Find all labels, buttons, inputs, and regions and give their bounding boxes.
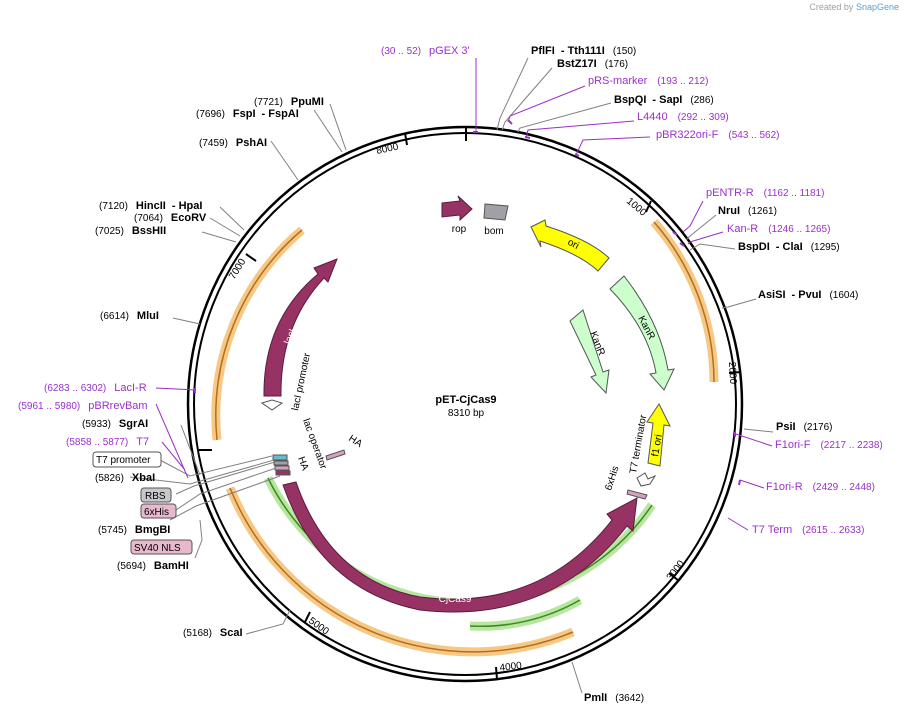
- leader-lines: [129, 57, 774, 694]
- primer-f1ori-f: F1ori-F(2217 .. 2238): [775, 439, 883, 451]
- tick-mark-7000: [245, 253, 257, 262]
- tick-mark-5000: [304, 611, 311, 623]
- kanr-arrow-2: [569, 309, 610, 395]
- plasmid-size: 8310 bp: [448, 408, 485, 419]
- tick-label-1000: 1000: [624, 196, 648, 219]
- plasmid-name: pET-CjCas9: [435, 394, 496, 406]
- sixhis-shape: [626, 489, 648, 500]
- tick-mark-2000: [728, 371, 742, 374]
- orf-arc-3-line: [229, 487, 574, 653]
- primer-marks: [194, 119, 741, 486]
- t7-promoter-label: T7 promoter: [96, 455, 151, 466]
- tick-label-8000: 8000: [375, 141, 399, 156]
- laci-arrow: [263, 258, 338, 397]
- enzyme-fspi: (7696)FspI- FspAI: [196, 108, 299, 120]
- orf-arc-1-line: [653, 221, 715, 383]
- cluster-feature-4: [275, 470, 291, 476]
- rbs-box: [140, 487, 172, 503]
- enzyme-labels: PflFI- Tth111I(150) BstZ17I(176) BspQI- …: [82, 45, 858, 704]
- primer-pbr322ori-f: pBR322ori-F(543 .. 562): [656, 129, 780, 141]
- primer-t7-term: T7 Term(2615 .. 2633): [752, 524, 864, 536]
- tick-mark-1000: [645, 200, 652, 213]
- enzyme-bmgbi: (5745)BmgBI: [98, 524, 170, 536]
- t7-promoter-box: [92, 451, 162, 468]
- tick-label-2000: 2000: [726, 362, 738, 385]
- enzyme-bsshii: (7025)BssHII: [95, 225, 166, 237]
- laci-promoter-shape: [260, 399, 284, 411]
- enzyme-pflfi: PflFI- Tth111I(150): [531, 45, 636, 57]
- primer-pgex3: (30 .. 52)pGEX 3': [381, 45, 470, 57]
- cjcas9-label: CjCas9: [439, 594, 472, 605]
- enzyme-bamhi: (5694)BamHI: [117, 560, 189, 572]
- enzyme-scai: (5168)ScaI: [183, 627, 243, 639]
- features: rop bom ori KanR KanR f1 ori T7 terminat…: [260, 195, 675, 613]
- enzyme-psii: PsiI(2176): [776, 421, 832, 433]
- boxed-labels: T7 promoter RBS 6xHis SV40 NLS: [92, 451, 193, 555]
- sv40-nls-label: SV40 NLS: [134, 543, 181, 554]
- tick-mark-8000: [404, 132, 408, 146]
- watermark-brand: SnapGene: [855, 2, 899, 12]
- cluster-feature-2: [273, 460, 289, 466]
- primer-labels: (30 .. 52)pGEX 3' pRS-marker(193 .. 212)…: [18, 45, 883, 536]
- cjcas9-arrow: [282, 481, 638, 613]
- ha-label-2: HA: [346, 433, 364, 450]
- ori-label: ori: [566, 237, 581, 252]
- enzyme-bspqi: BspQI- SapI(286): [614, 94, 714, 106]
- t7-terminator-shape: [636, 472, 657, 487]
- f1-ori-label: f1 ori: [650, 434, 665, 458]
- laci-label: lacI: [283, 328, 299, 347]
- tick-label-3000: 3000: [665, 558, 688, 583]
- primer-prs-marker: pRS-marker(193 .. 212): [588, 75, 708, 87]
- sv40-nls-box: [130, 539, 193, 555]
- primer-f1ori-r: F1ori-R(2429 .. 2448): [766, 481, 875, 493]
- primer-kan-r: Kan-R(1246 .. 1265): [727, 223, 830, 235]
- rop-label: rop: [452, 224, 467, 235]
- enzyme-bspdi: BspDI- ClaI(1295): [738, 241, 840, 253]
- orf-arc-2-line: [215, 229, 303, 441]
- laci-promoter-label: lacI promoter: [290, 352, 313, 412]
- enzyme-pshai: (7459)PshAI: [199, 137, 267, 149]
- snapgene-watermark: Created by SnapGene: [809, 2, 899, 12]
- enzyme-ecorv: (7064)EcoRV: [134, 212, 207, 224]
- primer-l4440: L4440(292 .. 309): [637, 111, 729, 123]
- primer-pentr-r: pENTR-R(1162 .. 1181): [706, 187, 824, 199]
- ha-label-1: HA: [295, 455, 310, 472]
- bom-label: bom: [484, 226, 503, 237]
- f1-ori-arrow: [646, 403, 671, 467]
- enzyme-asisi: AsiSI- PvuI(1604): [758, 289, 858, 301]
- enzyme-pmli: PmlI(3642): [584, 692, 644, 704]
- orf-arc-3: [225, 486, 575, 657]
- enzyme-hincii: (7120)HincII- HpaI: [99, 200, 202, 212]
- t7-terminator-label: T7 terminator: [628, 413, 649, 474]
- sixhis-label: 6xHis: [603, 465, 621, 492]
- tick-mark-4000: [495, 666, 498, 680]
- enzyme-sgrai: (5933)SgrAI: [82, 418, 148, 430]
- rbs-label: RBS: [145, 491, 166, 502]
- bom-box: [483, 203, 509, 221]
- rop-arrow: [441, 195, 473, 222]
- cluster-feature-1: [272, 454, 288, 461]
- ori-arrow: [530, 219, 610, 272]
- enzyme-nrui: NruI(1261): [718, 205, 777, 217]
- primer-laci-r: (6283 .. 6302)LacI-R: [44, 382, 147, 394]
- tick-mark-3000: [668, 572, 680, 582]
- cluster-feature-3: [274, 465, 290, 471]
- enzyme-mlui: (6614)MluI: [100, 310, 159, 322]
- primer-t7: (5858 .. 5877)T7: [66, 436, 149, 448]
- sixhis-box: [140, 503, 177, 519]
- enzyme-bstz17i: BstZ17I(176): [557, 58, 628, 70]
- orf-arc-5-line: [469, 599, 581, 628]
- primer-pbrrevbam: (5961 .. 5980)pBRrevBam: [18, 400, 148, 412]
- sixhis-box-label: 6xHis: [144, 507, 169, 518]
- tick-label-7000: 7000: [227, 257, 248, 282]
- kanr-arrow-1: [609, 275, 675, 391]
- enzyme-xbai: (5826)XbaI: [95, 472, 155, 484]
- watermark-prefix: Created by: [809, 2, 854, 12]
- enzyme-ppumi: (7721)PpuMI: [254, 96, 324, 108]
- ha-shape: [325, 449, 346, 461]
- tick-label-4000: 4000: [499, 660, 523, 674]
